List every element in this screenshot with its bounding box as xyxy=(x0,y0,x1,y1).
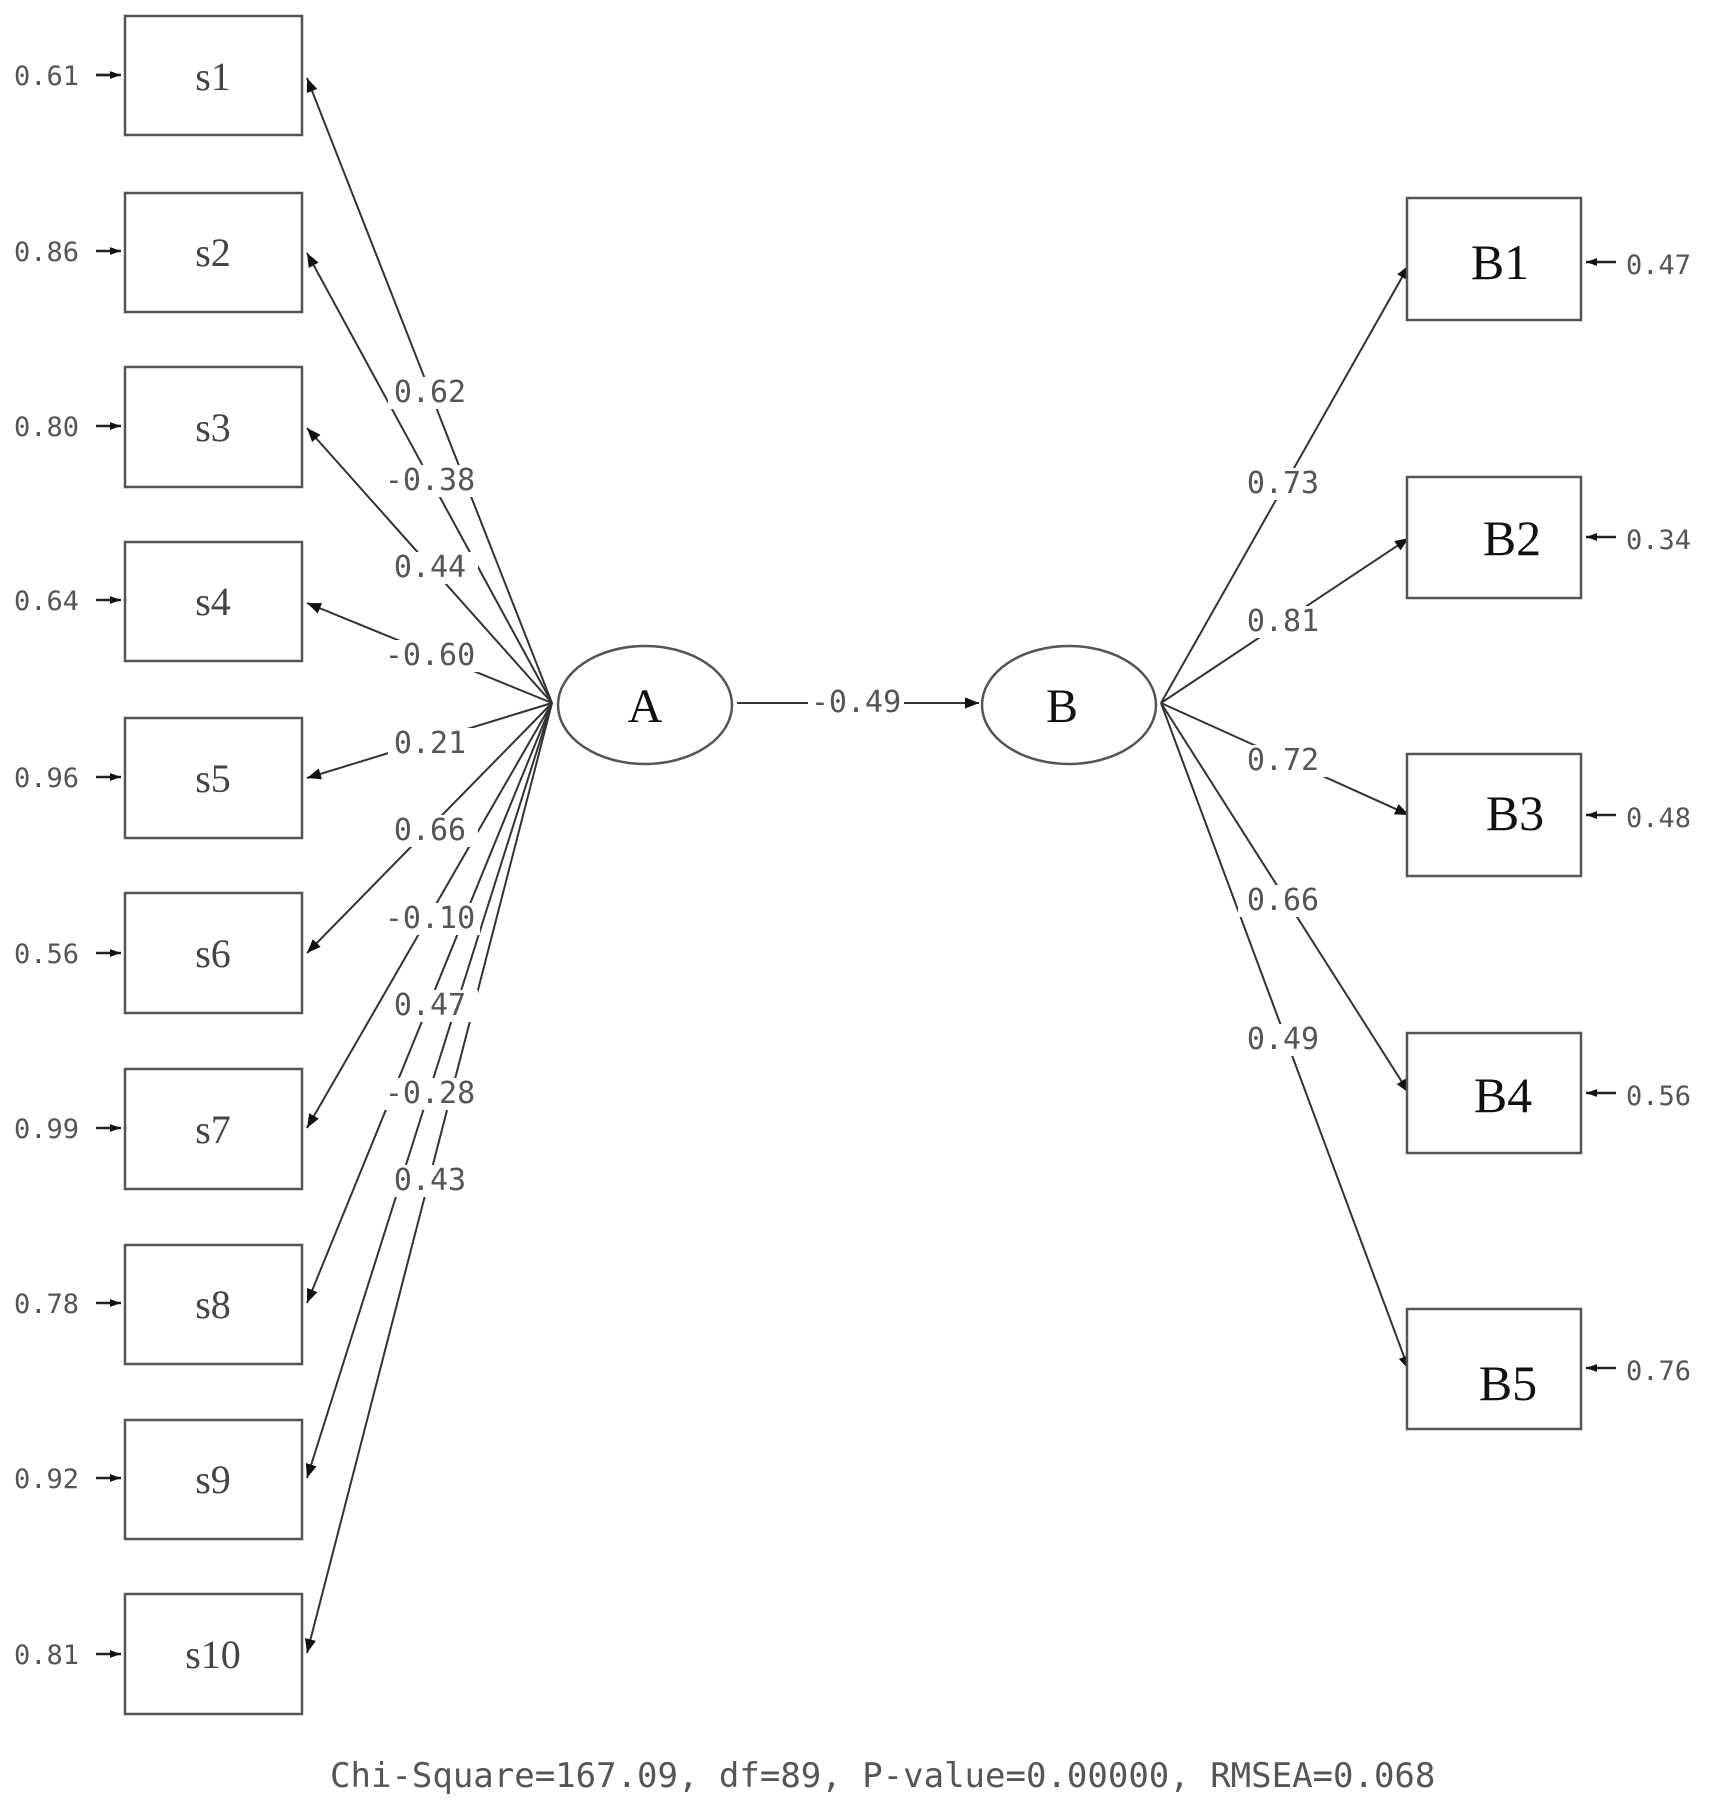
error-s7: 0.99 xyxy=(14,1114,79,1145)
indicator-s3: s3 0.80 xyxy=(14,365,304,489)
indicator-s10: s10 0.81 xyxy=(14,1592,304,1716)
indicators-b: B1 0.47 B2 0.34 B3 0.48 B4 0.56 B5 0.76 xyxy=(1405,196,1691,1431)
indicator-s9: s9 0.92 xyxy=(14,1418,304,1541)
error-s2: 0.86 xyxy=(14,237,79,268)
indicator-s5: s5 0.96 xyxy=(14,716,304,840)
indicator-b2: B2 0.34 xyxy=(1405,475,1691,600)
loading-coefficients-b: 0.73 0.81 0.72 0.66 0.49 xyxy=(1238,466,1328,1057)
svg-text:B3: B3 xyxy=(1486,785,1544,841)
latent-b-label: B xyxy=(1046,680,1078,733)
indicators-a: s1 0.61 s2 0.86 s3 0.80 s4 0.64 s5 0 xyxy=(14,14,304,1716)
error-s3: 0.80 xyxy=(14,412,79,443)
indicator-b5: B5 0.76 xyxy=(1405,1307,1691,1431)
indicator-s8: s8 0.78 xyxy=(14,1243,304,1366)
loading-coef-s2: -0.38 xyxy=(385,463,475,498)
error-s9: 0.92 xyxy=(14,1464,79,1495)
loading-coef-s1: 0.62 xyxy=(394,375,466,410)
svg-text:s4: s4 xyxy=(195,579,231,624)
svg-text:B2: B2 xyxy=(1483,510,1541,566)
error-s5: 0.96 xyxy=(14,763,79,794)
loading-coef-b1: 0.73 xyxy=(1247,466,1319,501)
loading-coef-b4: 0.66 xyxy=(1247,883,1319,918)
error-b2: 0.34 xyxy=(1626,525,1691,556)
loading-coef-s5: 0.21 xyxy=(394,726,466,761)
svg-text:s6: s6 xyxy=(195,931,231,976)
error-s10: 0.81 xyxy=(14,1640,79,1671)
indicator-s6: s6 0.56 xyxy=(14,891,304,1015)
loading-coef-s4: -0.60 xyxy=(385,638,475,673)
indicator-s4: s4 0.64 xyxy=(14,540,304,663)
loading-coef-s8: 0.47 xyxy=(394,988,466,1023)
latent-a-ellipse xyxy=(556,644,734,766)
error-b1: 0.47 xyxy=(1626,250,1691,281)
svg-text:s1: s1 xyxy=(195,54,231,99)
latent-b: B xyxy=(980,644,1158,766)
indicator-b3: B3 0.48 xyxy=(1405,752,1691,878)
latent-a: A xyxy=(556,644,734,766)
indicator-s1: s1 0.61 xyxy=(14,14,304,137)
svg-text:s9: s9 xyxy=(195,1457,231,1502)
loading-coef-b5: 0.49 xyxy=(1247,1022,1319,1057)
svg-text:s3: s3 xyxy=(195,405,231,450)
error-s4: 0.64 xyxy=(14,586,79,617)
svg-text:s2: s2 xyxy=(195,230,231,275)
svg-text:B1: B1 xyxy=(1471,234,1529,290)
fit-statistics: Chi-Square=167.09, df=89, P-value=0.0000… xyxy=(330,1756,1435,1796)
svg-text:B5: B5 xyxy=(1479,1355,1537,1411)
loading-coef-s9: -0.28 xyxy=(385,1076,475,1111)
error-b3: 0.48 xyxy=(1626,803,1691,834)
indicator-b1: B1 0.47 xyxy=(1405,196,1691,322)
latent-b-ellipse xyxy=(980,644,1158,766)
error-s8: 0.78 xyxy=(14,1289,79,1320)
structural-coefficient: -0.49 xyxy=(811,685,901,720)
indicator-s2: s2 0.86 xyxy=(14,191,304,314)
loading-coef-b2: 0.81 xyxy=(1247,604,1319,639)
indicator-s7: s7 0.99 xyxy=(14,1067,304,1191)
svg-text:s5: s5 xyxy=(195,756,231,801)
loading-coef-s6: 0.66 xyxy=(394,813,466,848)
structural-coef-bg xyxy=(808,686,904,718)
error-s6: 0.56 xyxy=(14,939,79,970)
svg-text:s7: s7 xyxy=(195,1107,231,1152)
error-b5: 0.76 xyxy=(1626,1356,1691,1387)
latent-a-label: A xyxy=(628,680,663,733)
loading-coef-s3: 0.44 xyxy=(394,550,466,585)
loading-paths-b xyxy=(1160,264,1410,1371)
indicator-b4: B4 0.56 xyxy=(1405,1031,1691,1155)
loading-paths-a xyxy=(305,77,553,1654)
error-b4: 0.56 xyxy=(1626,1081,1691,1112)
svg-text:B4: B4 xyxy=(1474,1067,1532,1123)
loading-coef-s7: -0.10 xyxy=(385,901,475,936)
error-s1: 0.61 xyxy=(14,61,79,92)
loading-coefficients-a: 0.62 -0.38 0.44 -0.60 0.21 0.66 -0.10 0.… xyxy=(380,375,480,1198)
loading-coef-s10: 0.43 xyxy=(394,1163,466,1198)
svg-text:s8: s8 xyxy=(195,1282,231,1327)
loading-coef-b3: 0.72 xyxy=(1247,743,1319,778)
svg-text:s10: s10 xyxy=(185,1632,241,1677)
